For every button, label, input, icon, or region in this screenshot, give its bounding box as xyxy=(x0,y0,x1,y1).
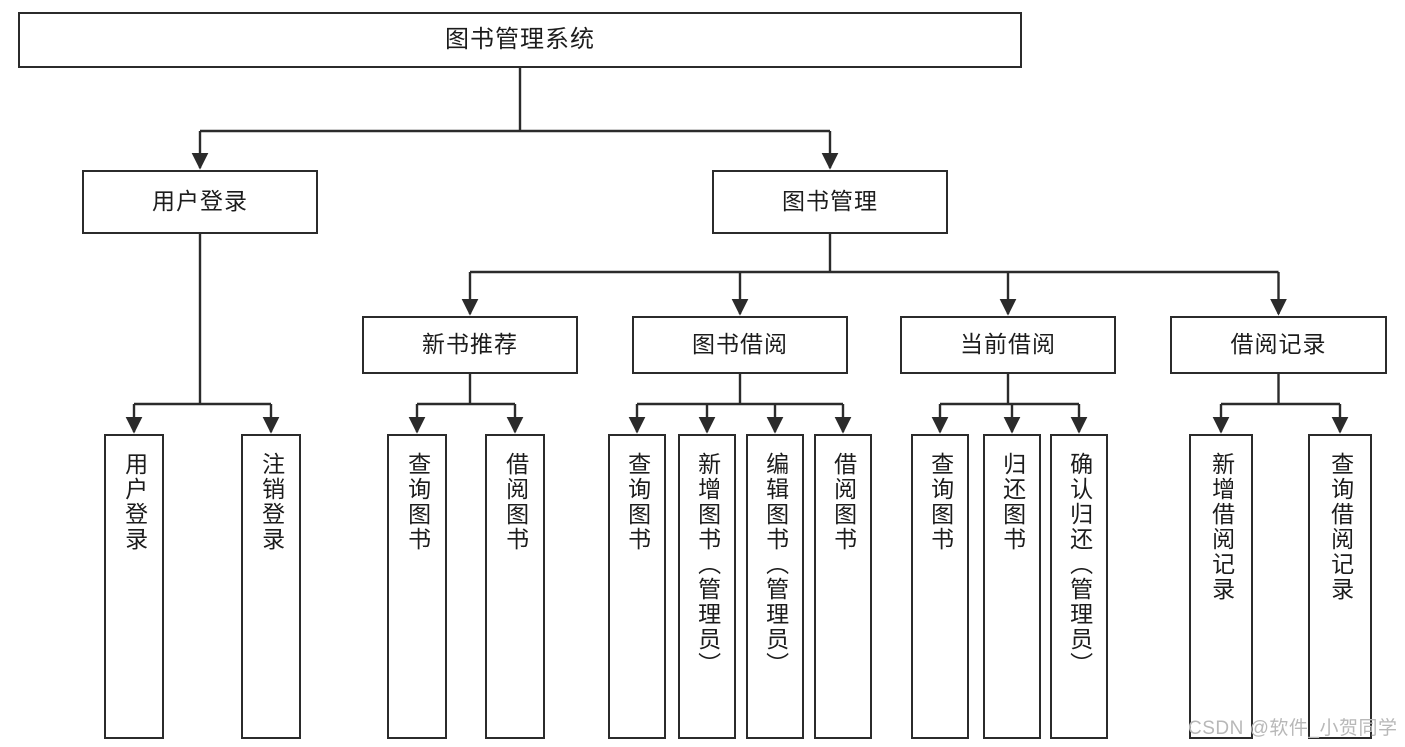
node-leaf-return-book[interactable]: 归还图书 xyxy=(983,434,1041,739)
node-label: 注销登录 xyxy=(258,452,285,552)
node-root[interactable]: 图书管理系统 xyxy=(18,12,1022,68)
node-leaf-query-book-3[interactable]: 查询图书 xyxy=(911,434,969,739)
node-label: 图书管理 xyxy=(782,188,878,215)
node-borrow-record[interactable]: 借阅记录 xyxy=(1170,316,1387,374)
node-leaf-query-book-2[interactable]: 查询图书 xyxy=(608,434,666,739)
node-label: 借阅记录 xyxy=(1230,331,1327,358)
node-label: 图书管理系统 xyxy=(445,25,595,53)
node-label: 借阅图书 xyxy=(502,452,529,552)
node-book-borrow[interactable]: 图书借阅 xyxy=(632,316,848,374)
node-label: 新书推荐 xyxy=(422,331,518,358)
node-label: 用户登录 xyxy=(121,452,148,552)
watermark-text: CSDN @软件_小贺同学 xyxy=(1188,718,1398,739)
node-label: 查询借阅记录 xyxy=(1327,452,1354,602)
node-label: 图书借阅 xyxy=(692,331,788,358)
node-label: 确认归还（管理员） xyxy=(1066,452,1093,677)
node-new-book-rec[interactable]: 新书推荐 xyxy=(362,316,578,374)
node-leaf-edit-book[interactable]: 编辑图书（管理员） xyxy=(746,434,804,739)
node-label: 查询图书 xyxy=(624,452,651,552)
node-label: 查询图书 xyxy=(404,452,431,552)
node-label: 借阅图书 xyxy=(830,452,857,552)
node-label: 归还图书 xyxy=(999,452,1026,552)
node-leaf-query-book-1[interactable]: 查询图书 xyxy=(387,434,447,739)
node-label: 新增借阅记录 xyxy=(1208,452,1235,602)
node-leaf-borrow-book-1[interactable]: 借阅图书 xyxy=(485,434,545,739)
node-user-login[interactable]: 用户登录 xyxy=(82,170,318,234)
node-label: 用户登录 xyxy=(152,188,248,215)
node-label: 当前借阅 xyxy=(960,331,1056,358)
node-label: 编辑图书（管理员） xyxy=(762,452,789,677)
node-leaf-confirm-return[interactable]: 确认归还（管理员） xyxy=(1050,434,1108,739)
node-label: 新增图书（管理员） xyxy=(694,452,721,677)
node-book-manage[interactable]: 图书管理 xyxy=(712,170,948,234)
node-leaf-add-book[interactable]: 新增图书（管理员） xyxy=(678,434,736,739)
node-current-borrow[interactable]: 当前借阅 xyxy=(900,316,1116,374)
node-leaf-query-record[interactable]: 查询借阅记录 xyxy=(1308,434,1372,739)
node-leaf-add-record[interactable]: 新增借阅记录 xyxy=(1189,434,1253,739)
node-leaf-user-login[interactable]: 用户登录 xyxy=(104,434,164,739)
node-leaf-user-logout[interactable]: 注销登录 xyxy=(241,434,301,739)
node-leaf-borrow-book-2[interactable]: 借阅图书 xyxy=(814,434,872,739)
node-label: 查询图书 xyxy=(927,452,954,552)
